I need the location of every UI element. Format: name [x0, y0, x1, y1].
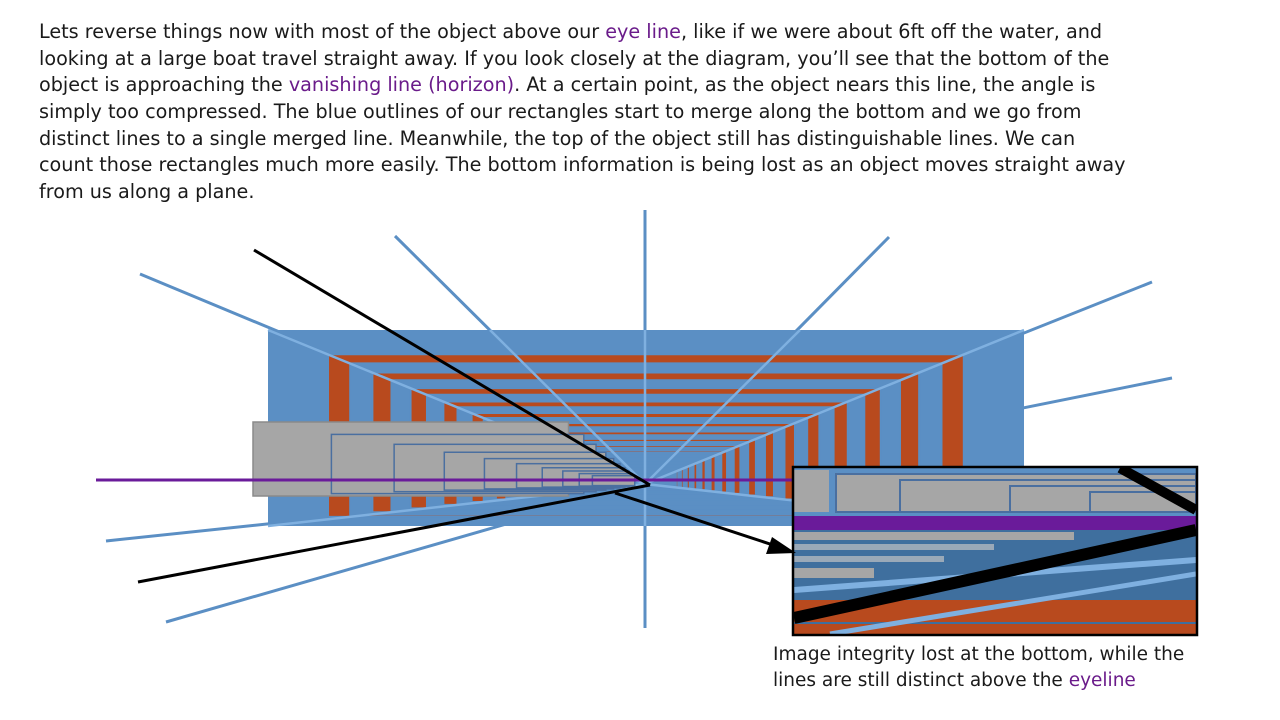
zoom-inset: [791, 465, 1199, 637]
text-segment: object is approaching the: [39, 73, 289, 97]
paragraph-line-1: Lets reverse things now with most of the…: [39, 19, 1239, 46]
eye-line-term: eye line: [605, 20, 681, 43]
sight-lines: [137, 248, 651, 584]
text-segment: Lets reverse things now with most of the…: [39, 20, 606, 43]
paragraph-line-6: count those rectangles much more easily.…: [39, 153, 1126, 177]
perspective-line: [489, 329, 646, 485]
arrowhead-icon: [766, 537, 796, 554]
caption-line-2: lines are still distinct above the eyeli…: [773, 668, 1273, 694]
paragraph-line-2: looking at a large boat travel straight …: [39, 46, 1110, 70]
paragraph-line-7: from us along a plane.: [39, 180, 255, 204]
text-segment: lines are still distinct above the: [773, 669, 1069, 691]
corner-line: [644, 328, 1025, 486]
paragraph-line-3: object is approaching the vanishing line…: [39, 72, 1239, 99]
boat-rectangles: [252, 421, 636, 497]
sight-line-top: [253, 248, 651, 487]
body-paragraph: Lets reverse things now with most of the…: [39, 19, 1239, 206]
perspective-line: [644, 329, 801, 485]
paragraph-line-5: distinct lines to a single merged line. …: [39, 126, 1076, 150]
paragraph-line-4: simply too compressed. The blue outlines…: [39, 100, 1082, 124]
text-segment: , like if we were about 6ft off the wate…: [680, 20, 1103, 43]
sight-line-bottom: [137, 483, 651, 584]
zoom-caption: Image integrity lost at the bottom, whil…: [773, 642, 1273, 693]
eyeline-term: eyeline: [1068, 669, 1136, 691]
callout-arrow: [614, 491, 796, 554]
vanishing-line-term: vanishing line (horizon): [288, 73, 515, 97]
text-segment: . At a certain point, as the object near…: [514, 73, 1096, 97]
caption-line-1: Image integrity lost at the bottom, whil…: [773, 644, 1185, 665]
